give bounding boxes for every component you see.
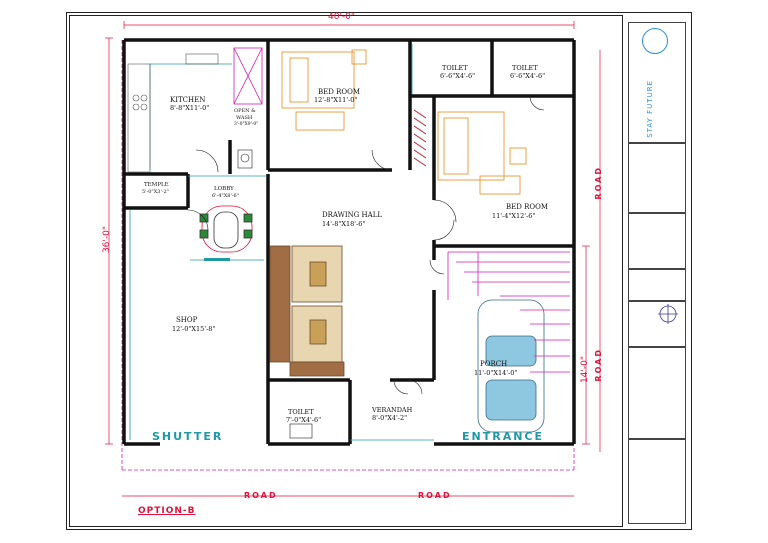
title-cell-3 bbox=[628, 268, 686, 302]
title-logo-cell bbox=[628, 22, 686, 144]
sofa-set bbox=[269, 245, 345, 377]
title-cell-1 bbox=[628, 142, 686, 214]
road-right-top: ROAD bbox=[594, 166, 603, 200]
title-cell-2 bbox=[628, 212, 686, 270]
car bbox=[477, 299, 545, 433]
sheet-inner-border bbox=[69, 15, 623, 527]
north-compass bbox=[658, 304, 678, 324]
verandah-size: 8'-0"X4'-2" bbox=[372, 414, 408, 422]
road-bottom-right: ROAD bbox=[418, 491, 452, 500]
road-right-bottom: ROAD bbox=[594, 348, 603, 382]
drawing-size: 14'-8"X18'-6" bbox=[322, 220, 366, 228]
toilet1-name: TOILET bbox=[442, 64, 468, 72]
toilet3-name: TOILET bbox=[288, 408, 314, 416]
bed2-furniture bbox=[437, 111, 527, 195]
bed1-size: 12'-8"X11'-0" bbox=[314, 96, 358, 104]
title-cell-6 bbox=[628, 438, 686, 524]
top-dimension: 40'-0" bbox=[328, 12, 356, 22]
title-cell-4 bbox=[628, 300, 686, 348]
toilet2-name: TOILET bbox=[512, 64, 538, 72]
lobby-size: 6'-4"X8'-6" bbox=[212, 193, 240, 199]
verandah-name: VERANDAH bbox=[372, 406, 413, 414]
shop-size: 12'-0"X15'-8" bbox=[172, 325, 216, 333]
toilet1-size: 6'-6"X4'-6" bbox=[440, 72, 476, 80]
bed1-furniture bbox=[281, 49, 367, 131]
open-wash-name: OPEN & bbox=[234, 108, 256, 114]
bed2-size: 11'-4"X12'-6" bbox=[492, 212, 536, 220]
wardrobe-hatch bbox=[413, 109, 427, 167]
open-wash-size: 3'-0"X9'-0" bbox=[234, 122, 259, 127]
left-dimension: 36'-0" bbox=[102, 226, 112, 254]
kitchen-size: 8'-8"X11'-0" bbox=[170, 104, 210, 112]
bed1-name: BED ROOM bbox=[318, 88, 361, 96]
open-wash-name2: WASH bbox=[236, 115, 253, 121]
toilet2-size: 6'-6"X4'-6" bbox=[510, 72, 546, 80]
drawing-name: DRAWING HALL bbox=[322, 211, 383, 219]
toilet-fixtures bbox=[237, 149, 313, 439]
kitchen-counter bbox=[127, 53, 219, 173]
entrance-label: ENTRANCE bbox=[462, 430, 544, 443]
porch-dimension: 14'-0" bbox=[580, 356, 590, 384]
dimension-lines bbox=[105, 21, 601, 497]
temple-name: TEMPLE bbox=[144, 182, 169, 188]
porch-name: PORCH bbox=[480, 360, 508, 368]
brand-name: STAY FUTURE bbox=[646, 80, 654, 138]
toilet3-size: 7'-0"X4'-6" bbox=[286, 416, 322, 424]
option-label: OPTION-B bbox=[138, 506, 196, 516]
setback-lines bbox=[121, 40, 575, 471]
shop-name: SHOP bbox=[176, 316, 198, 324]
porch-size: 11'-0"X14'-0" bbox=[474, 369, 518, 377]
walls bbox=[122, 38, 576, 446]
shutter-label: SHUTTER bbox=[152, 430, 224, 443]
title-cell-5 bbox=[628, 346, 686, 440]
kitchen-name: KITCHEN bbox=[170, 96, 206, 104]
bed2-name: BED ROOM bbox=[506, 203, 549, 211]
sheet-border bbox=[66, 12, 692, 530]
door-swings bbox=[187, 95, 545, 395]
lobby-name: LOBBY bbox=[214, 186, 234, 192]
open-wash-duct bbox=[233, 47, 263, 105]
stairs bbox=[447, 251, 570, 373]
road-bottom-left: ROAD bbox=[244, 491, 278, 500]
lobby-window bbox=[204, 258, 230, 261]
brand-logo bbox=[642, 28, 668, 54]
temple-size: 5'-0"X3'-2" bbox=[142, 189, 170, 195]
